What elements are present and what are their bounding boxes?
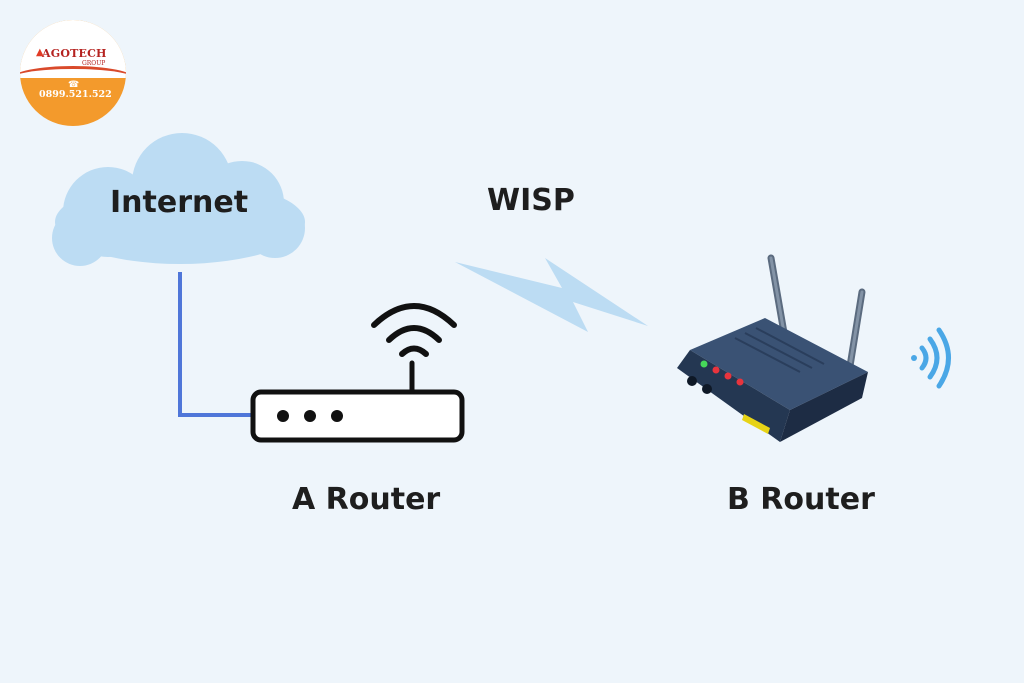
logo-name: AGOTECH xyxy=(42,47,107,60)
wired-router-icon xyxy=(250,360,465,443)
logo-phone: 0899.521.522 xyxy=(39,89,112,100)
logo-swoosh xyxy=(20,66,126,91)
wifi-icon xyxy=(371,303,457,357)
logo-group: GROUP xyxy=(82,60,106,67)
ethernet-cable xyxy=(178,272,256,417)
cloud-icon xyxy=(52,133,305,266)
lightning-bolt-icon xyxy=(455,258,648,332)
wifi-signal-icon xyxy=(911,327,951,389)
router-b-label: B Router xyxy=(727,482,875,517)
wisp-label: WISP xyxy=(487,183,575,218)
router-a-label: A Router xyxy=(292,482,441,517)
wireless-router-icon xyxy=(677,254,868,442)
company-logo: ▲ AGOTECH GROUP ☎ 0899.521.522 xyxy=(20,20,126,126)
phone-icon: ☎ xyxy=(68,80,80,90)
flame-icon: ▲ xyxy=(36,47,44,58)
internet-label: Internet xyxy=(110,185,249,220)
